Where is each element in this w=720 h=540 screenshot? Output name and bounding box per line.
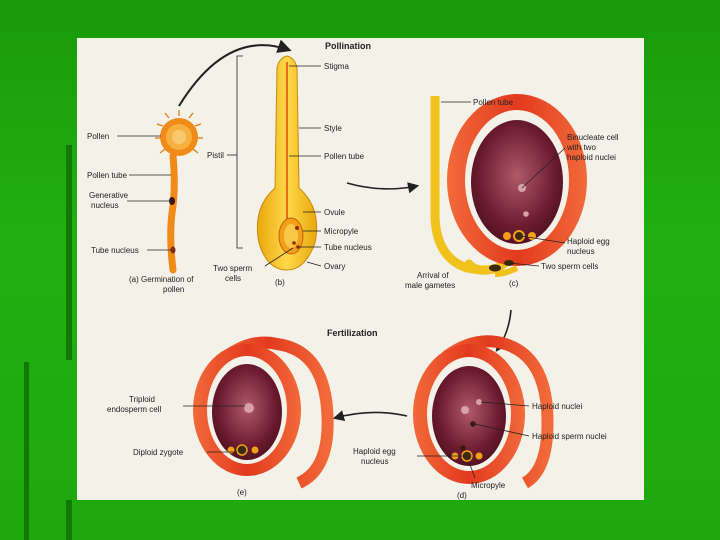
- label-pollen-tube-c: Pollen tube: [473, 98, 514, 107]
- label-two-sperm-c: Two sperm cells: [541, 262, 598, 271]
- label-haploid-nuclei: Haploid nuclei: [532, 402, 582, 411]
- diagram-svg: Pollination Fertilization Pollen Pollen …: [87, 39, 619, 500]
- label-arrival-2: male gametes: [405, 281, 455, 290]
- label-tube-nucleus-a: Tube nucleus: [91, 246, 139, 255]
- label-binucleate-3: haploid nuclei: [567, 153, 616, 162]
- panel-d-ovule: [413, 335, 554, 489]
- label-pollen-tube-b: Pollen tube: [324, 152, 365, 161]
- arrow-b-to-c: [346, 182, 420, 194]
- panel-b-pistil: [256, 55, 318, 271]
- panel-e-ovule: [193, 336, 334, 489]
- label-triploid-2: endosperm cell: [107, 405, 161, 414]
- label-binucleate-2: with two: [566, 143, 596, 152]
- label-triploid-1: Triploid: [129, 395, 155, 404]
- label-two-sperm-b-1: Two sperm: [213, 264, 252, 273]
- caption-d: (d): [457, 491, 467, 500]
- label-diploid-zygote: Diploid zygote: [133, 448, 184, 457]
- label-haploid-sperm: Haploid sperm nuclei: [532, 432, 607, 441]
- label-pistil: Pistil: [207, 151, 224, 160]
- label-binucleate-1: Binucleate cell: [567, 133, 619, 142]
- label-egg-c-1: Haploid egg: [567, 237, 610, 246]
- label-generative-1: Generative: [89, 191, 129, 200]
- left-accent-bar-bottom: [66, 500, 72, 540]
- arrow-d-to-e: [332, 410, 408, 422]
- left-accent-bar-lower: [24, 362, 29, 540]
- label-micropyle-d: Micropyle: [471, 481, 506, 490]
- caption-a-2: pollen: [163, 285, 184, 294]
- label-tube-nucleus-b: Tube nucleus: [324, 243, 372, 252]
- label-two-sperm-b-2: cells: [225, 274, 241, 283]
- left-accent-bar: [66, 145, 72, 360]
- caption-c: (c): [509, 279, 519, 288]
- caption-b: (b): [275, 278, 285, 287]
- label-egg-d-2: nucleus: [361, 457, 389, 466]
- fertilization-diagram: Pollination Fertilization Pollen Pollen …: [77, 38, 644, 500]
- fertilization-heading: Fertilization: [327, 328, 378, 338]
- label-pollen: Pollen: [87, 132, 109, 141]
- label-micropyle-b: Micropyle: [324, 227, 359, 236]
- pollination-heading: Pollination: [325, 41, 371, 51]
- caption-a-1: (a) Germination of: [129, 275, 194, 284]
- label-pollen-tube-a: Pollen tube: [87, 171, 128, 180]
- label-arrival-1: Arrival of: [417, 271, 449, 280]
- panel-a-pollen-grain: [155, 110, 203, 274]
- label-generative-2: nucleus: [91, 201, 119, 210]
- label-egg-d-1: Haploid egg: [353, 447, 396, 456]
- label-stigma: Stigma: [324, 62, 349, 71]
- label-style: Style: [324, 124, 342, 133]
- caption-e: (e): [237, 488, 247, 497]
- label-egg-c-2: nucleus: [567, 247, 595, 256]
- label-ovary: Ovary: [324, 262, 345, 271]
- arrow-a-to-b: [178, 39, 292, 107]
- panel-c-ovule: [430, 94, 587, 277]
- label-ovule: Ovule: [324, 208, 345, 217]
